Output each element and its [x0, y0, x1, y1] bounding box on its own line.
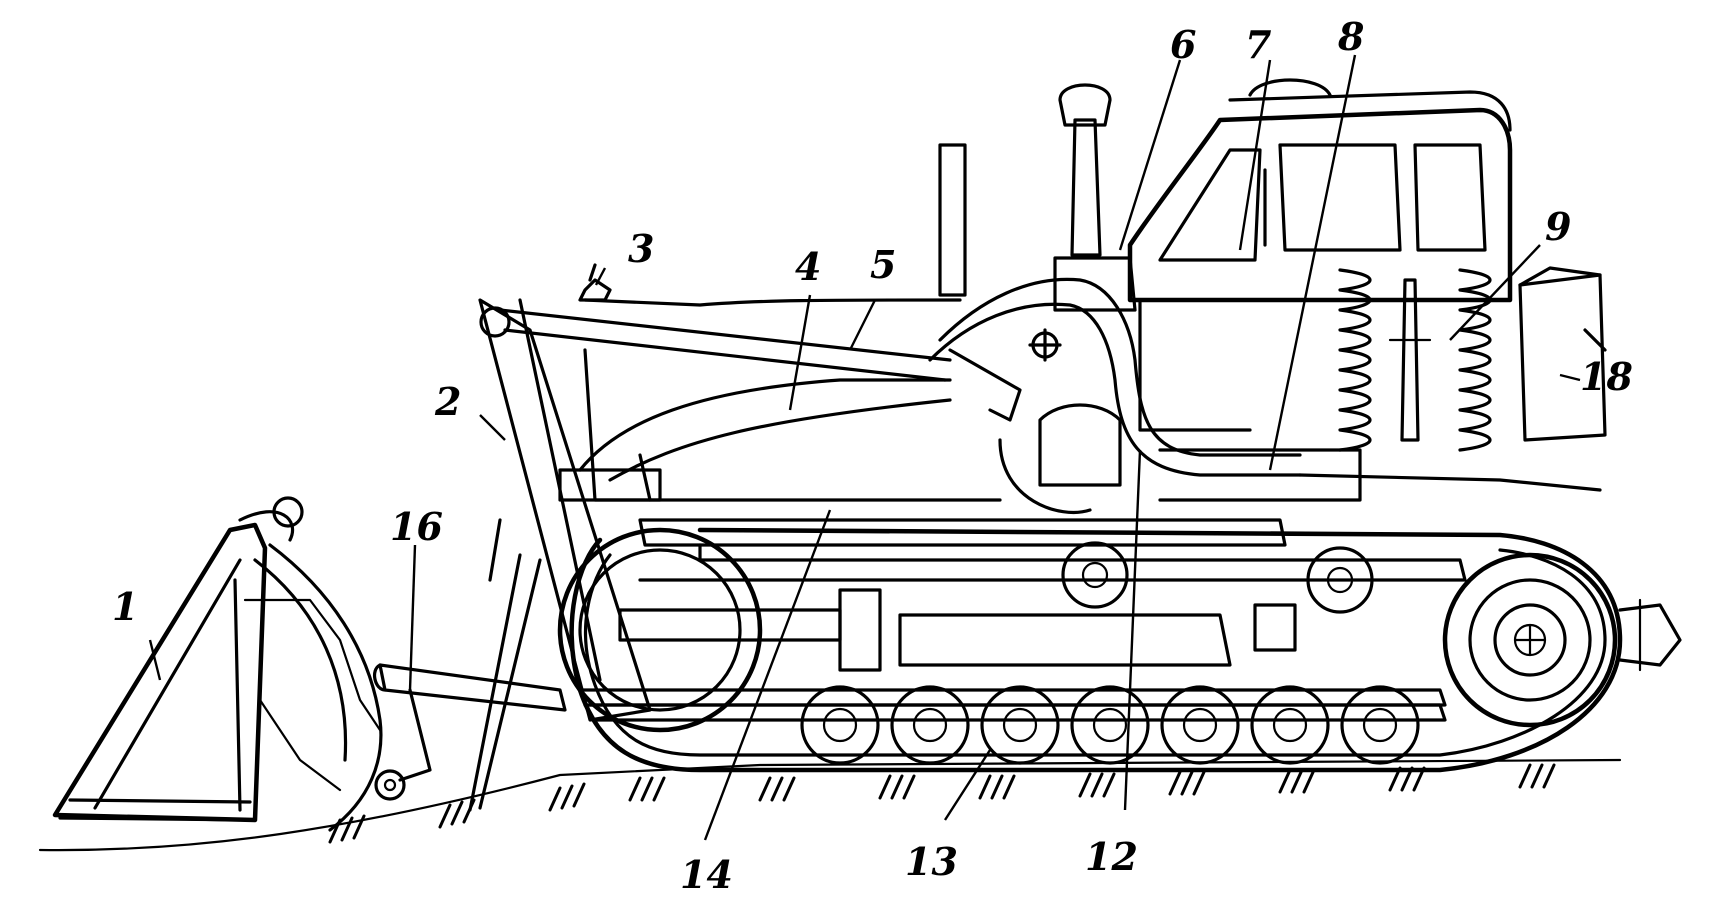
callout-8: 8 [1337, 14, 1364, 59]
ground-hatching [328, 763, 1556, 844]
callout-1: 1 [112, 584, 138, 629]
callout-6: 6 [1170, 22, 1196, 67]
track-frame [578, 518, 1467, 722]
callout-14: 14 [680, 852, 733, 897]
callout-labels: 1 2 3 4 5 6 7 8 9 12 13 14 16 18 [112, 14, 1633, 897]
callout-7: 7 [1245, 22, 1271, 67]
cab-springs [1338, 268, 1492, 452]
engine-hood [583, 83, 1137, 502]
callout-13: 13 [905, 839, 958, 884]
callout-4: 4 [795, 244, 821, 289]
dozer-blade [52, 496, 406, 832]
push-frame [372, 663, 567, 782]
hydraulic-boom [498, 263, 962, 502]
ground [38, 758, 1622, 852]
callout-12: 12 [1085, 834, 1138, 879]
track-wheels [557, 527, 1618, 765]
callout-18: 18 [1580, 354, 1633, 399]
callout-9: 9 [1545, 204, 1571, 249]
leader-lines [148, 54, 1581, 841]
chassis-body [928, 277, 1602, 515]
callout-2: 2 [434, 379, 461, 424]
callout-5: 5 [870, 242, 896, 287]
callout-3: 3 [628, 226, 654, 271]
rear-tank [1518, 266, 1607, 442]
callout-16: 16 [390, 504, 443, 549]
cab [1127, 78, 1513, 432]
track-chain [569, 527, 1682, 773]
front-frame [468, 298, 652, 812]
